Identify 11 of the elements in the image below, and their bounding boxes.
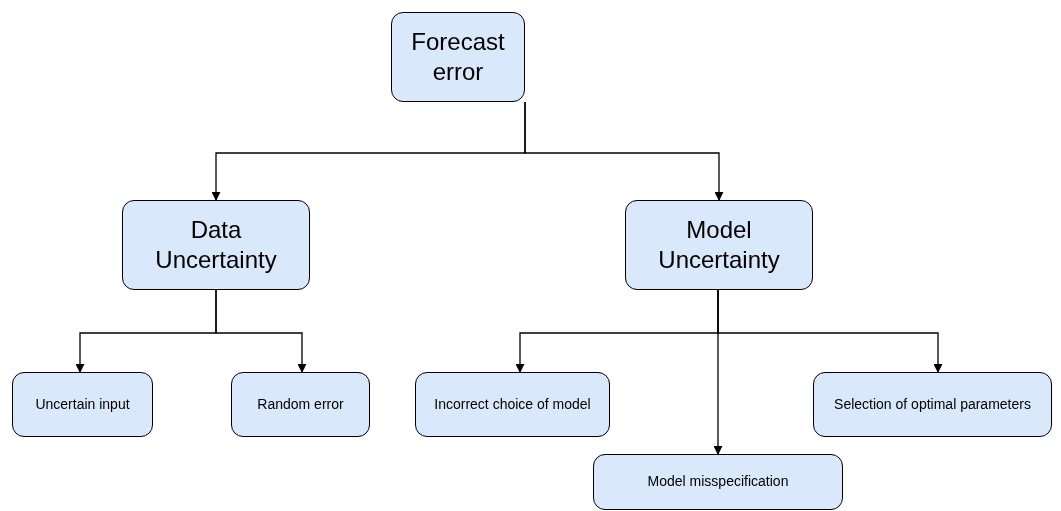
process-box: Uncertain input: [12, 372, 153, 437]
process-box: Data Uncertainty: [122, 200, 310, 290]
process-box: Model Uncertainty: [625, 200, 813, 290]
arrow: [215, 289, 307, 373]
process-box: Forecast error: [391, 12, 525, 102]
process-box: Incorrect choice of model: [415, 372, 610, 437]
arrow: [524, 101, 724, 201]
process-box: Random error: [231, 372, 370, 437]
process-box: Model misspecification: [593, 454, 843, 510]
arrow: [717, 289, 943, 373]
process-box: Selection of optimal parameters: [813, 372, 1052, 437]
